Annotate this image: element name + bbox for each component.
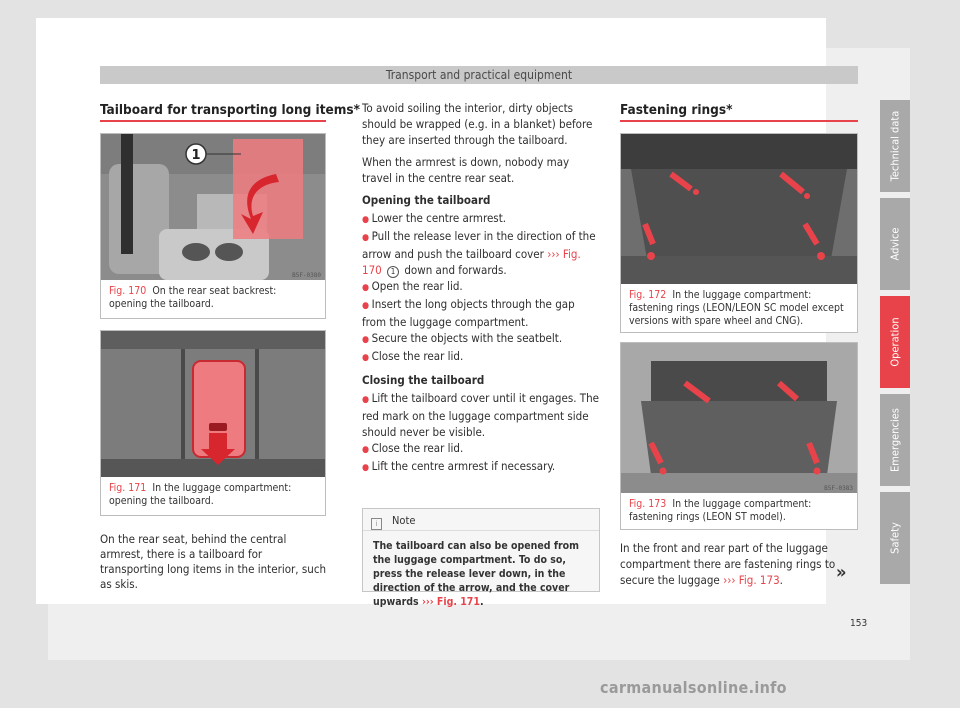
luggage-rings-image-2 <box>621 343 857 493</box>
continued-marker: » <box>836 562 847 583</box>
fastening-rings-title: Fastening rings* <box>620 102 733 118</box>
tab-technical-data[interactable]: Technical data <box>880 100 910 192</box>
open-step-3: Open the rear lid. <box>362 278 602 296</box>
tab-safety[interactable]: Safety <box>880 492 910 584</box>
figure-code: B5F-0380 <box>292 272 321 279</box>
closing-heading: Closing the tailboard <box>362 373 485 387</box>
title-underline <box>100 120 326 122</box>
open-step-2: Pull the release lever in the direction … <box>362 228 602 278</box>
tab-advice[interactable]: Advice <box>880 198 910 290</box>
figure-number: Fig. 172 <box>629 289 667 301</box>
open-step-6: Close the rear lid. <box>362 348 602 366</box>
close-step-3: Lift the centre armrest if necessary. <box>362 458 602 476</box>
paragraph-2: When the armrest is down, nobody may tra… <box>362 155 570 185</box>
figure-link[interactable]: ››› Fig. 173 <box>723 573 780 587</box>
paragraph-1: To avoid soiling the interior, dirty obj… <box>362 101 593 147</box>
figure-code: B5F-0382 <box>824 276 853 283</box>
figure-link[interactable]: ››› Fig. 170 <box>362 247 581 277</box>
rear-seat-tailboard-image: 1 <box>101 134 325 280</box>
close-step-2: Close the rear lid. <box>362 440 602 458</box>
instructions-column: To avoid soiling the interior, dirty obj… <box>362 100 602 476</box>
close-step-1: Lift the tailboard cover until it engage… <box>362 390 602 440</box>
marker-1: 1 <box>387 266 400 278</box>
figure-code: B5F-0383 <box>824 485 853 492</box>
tab-emergencies[interactable]: Emergencies <box>880 394 910 486</box>
figure-code: B5F-0381 <box>292 469 321 476</box>
note-text: The tailboard can also be opened from th… <box>373 540 579 608</box>
note-label: Note <box>392 514 416 527</box>
figure-number: Fig. 170 <box>109 285 147 297</box>
tailboard-title: Tailboard for transporting long items* <box>100 102 361 118</box>
caption-text: In the luggage compartment: fastening ri… <box>629 498 812 523</box>
caption-text: In the luggage compartment: fastening ri… <box>629 289 844 327</box>
caption-text: On the rear seat backrest: opening the t… <box>109 285 277 310</box>
tailboard-intro-text: On the rear seat, behind the central arm… <box>100 532 327 591</box>
note-box: i Note The tailboard can also be opened f… <box>362 508 600 608</box>
tab-operation[interactable]: Operation <box>880 296 910 388</box>
figure-link[interactable]: ››› Fig. 171 <box>421 596 480 608</box>
luggage-compartment-tailboard-image <box>101 331 325 477</box>
title-underline <box>620 120 858 122</box>
caption-text: In the luggage compartment: opening the … <box>109 482 292 507</box>
page-number: 153 <box>850 618 868 629</box>
note-header: i Note <box>363 509 599 531</box>
fastening-rings-text: In the front and rear part of the luggag… <box>620 541 836 587</box>
luggage-rings-image-1 <box>621 134 857 284</box>
open-step-1: Lower the centre armrest. <box>362 210 602 228</box>
open-step-5: Secure the objects with the seatbelt. <box>362 330 602 348</box>
figure-number: Fig. 173 <box>629 498 667 510</box>
open-step-4: Insert the long objects through the gap … <box>362 296 602 330</box>
figure-number: Fig. 171 <box>109 482 147 494</box>
watermark: carmanualsonline.info <box>600 678 787 697</box>
marker-1: 1 <box>191 148 200 163</box>
note-icon: i <box>371 518 382 530</box>
opening-heading: Opening the tailboard <box>362 193 491 207</box>
section-header: Transport and practical equipment <box>100 66 858 84</box>
